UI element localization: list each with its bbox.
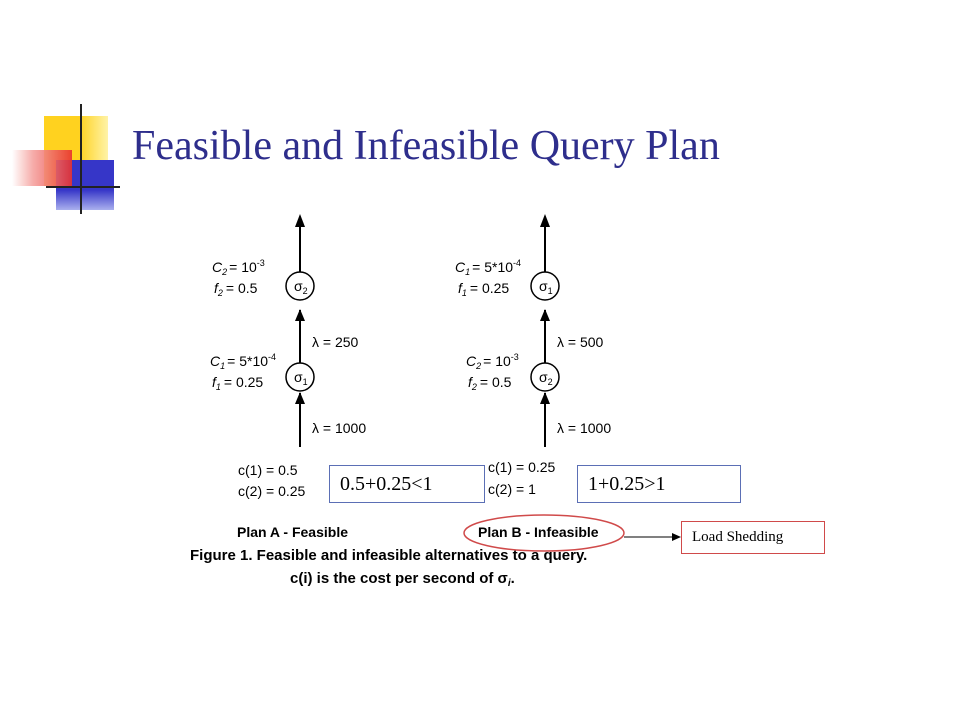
deco-red-square [12, 150, 72, 186]
plan-a-diagram: σ1 σ2 C2= 10-3 f2= 0.5 λ = 250 C1= 5*10-… [210, 214, 366, 540]
plan-b-sigma1-label: σ1 [539, 278, 553, 296]
plan-b-mid-rate: λ = 500 [557, 334, 604, 350]
plan-a-mid-arrowhead [295, 309, 305, 321]
plan-b-highlight-ellipse [463, 514, 625, 552]
load-shedding-callout: Load Shedding [681, 521, 825, 554]
plan-b-sigma2-label: σ2 [539, 369, 553, 387]
plan-b-top-selectivity: f1= 0.25 [458, 280, 509, 298]
plan-b-bot-selectivity: f2= 0.5 [468, 374, 512, 392]
plan-a-top-selectivity: f2= 0.5 [214, 280, 258, 298]
plan-a-output-arrowhead [295, 214, 305, 227]
plan-a-sigma1-label: σ1 [294, 369, 308, 387]
plan-a-cost-1: c(1) = 0.5 [238, 462, 298, 478]
plan-b-label: Plan B - Infeasible [478, 524, 599, 540]
plan-b-diagram: σ2 σ1 C1= 5*10-4 f1= 0.25 λ = 500 C2= 10… [455, 214, 611, 540]
plan-b-cost-2: c(2) = 1 [488, 481, 536, 497]
plan-a-input-arrowhead [295, 392, 305, 404]
plan-a-label: Plan A - Feasible [237, 524, 348, 540]
plan-b-output-arrowhead [540, 214, 550, 227]
plan-a-input-rate: λ = 1000 [312, 420, 366, 436]
plan-b-feasibility-formula: 1+0.25>1 [577, 465, 741, 503]
plan-a-top-cost: C2= 10-3 [212, 258, 265, 277]
plan-a-feasibility-formula: 0.5+0.25<1 [329, 465, 485, 503]
deco-vertical-line [80, 104, 82, 214]
plan-a-cost-2: c(2) = 0.25 [238, 483, 306, 499]
slide-title: Feasible and Infeasible Query Plan [132, 123, 720, 169]
figure-caption-line-1: Figure 1. Feasible and infeasible altern… [190, 547, 587, 564]
plan-b-cost-1: c(1) = 0.25 [488, 459, 556, 475]
plan-b-top-cost: C1= 5*10-4 [455, 258, 521, 277]
load-shedding-connector-arrowhead [672, 533, 681, 541]
plan-b-input-arrowhead [540, 392, 550, 404]
plan-b-input-rate: λ = 1000 [557, 420, 611, 436]
figure-caption-line-2: c(i) is the cost per second of σi. [290, 570, 515, 589]
plan-b-mid-arrowhead [540, 309, 550, 321]
plan-a-bot-cost: C1= 5*10-4 [210, 352, 276, 371]
deco-horizontal-line [46, 186, 120, 188]
plan-a-bot-selectivity: f1= 0.25 [212, 374, 263, 392]
plan-a-mid-rate: λ = 250 [312, 334, 359, 350]
plan-b-bot-cost: C2= 10-3 [466, 352, 519, 371]
plan-a-sigma2-label: σ2 [294, 278, 308, 296]
